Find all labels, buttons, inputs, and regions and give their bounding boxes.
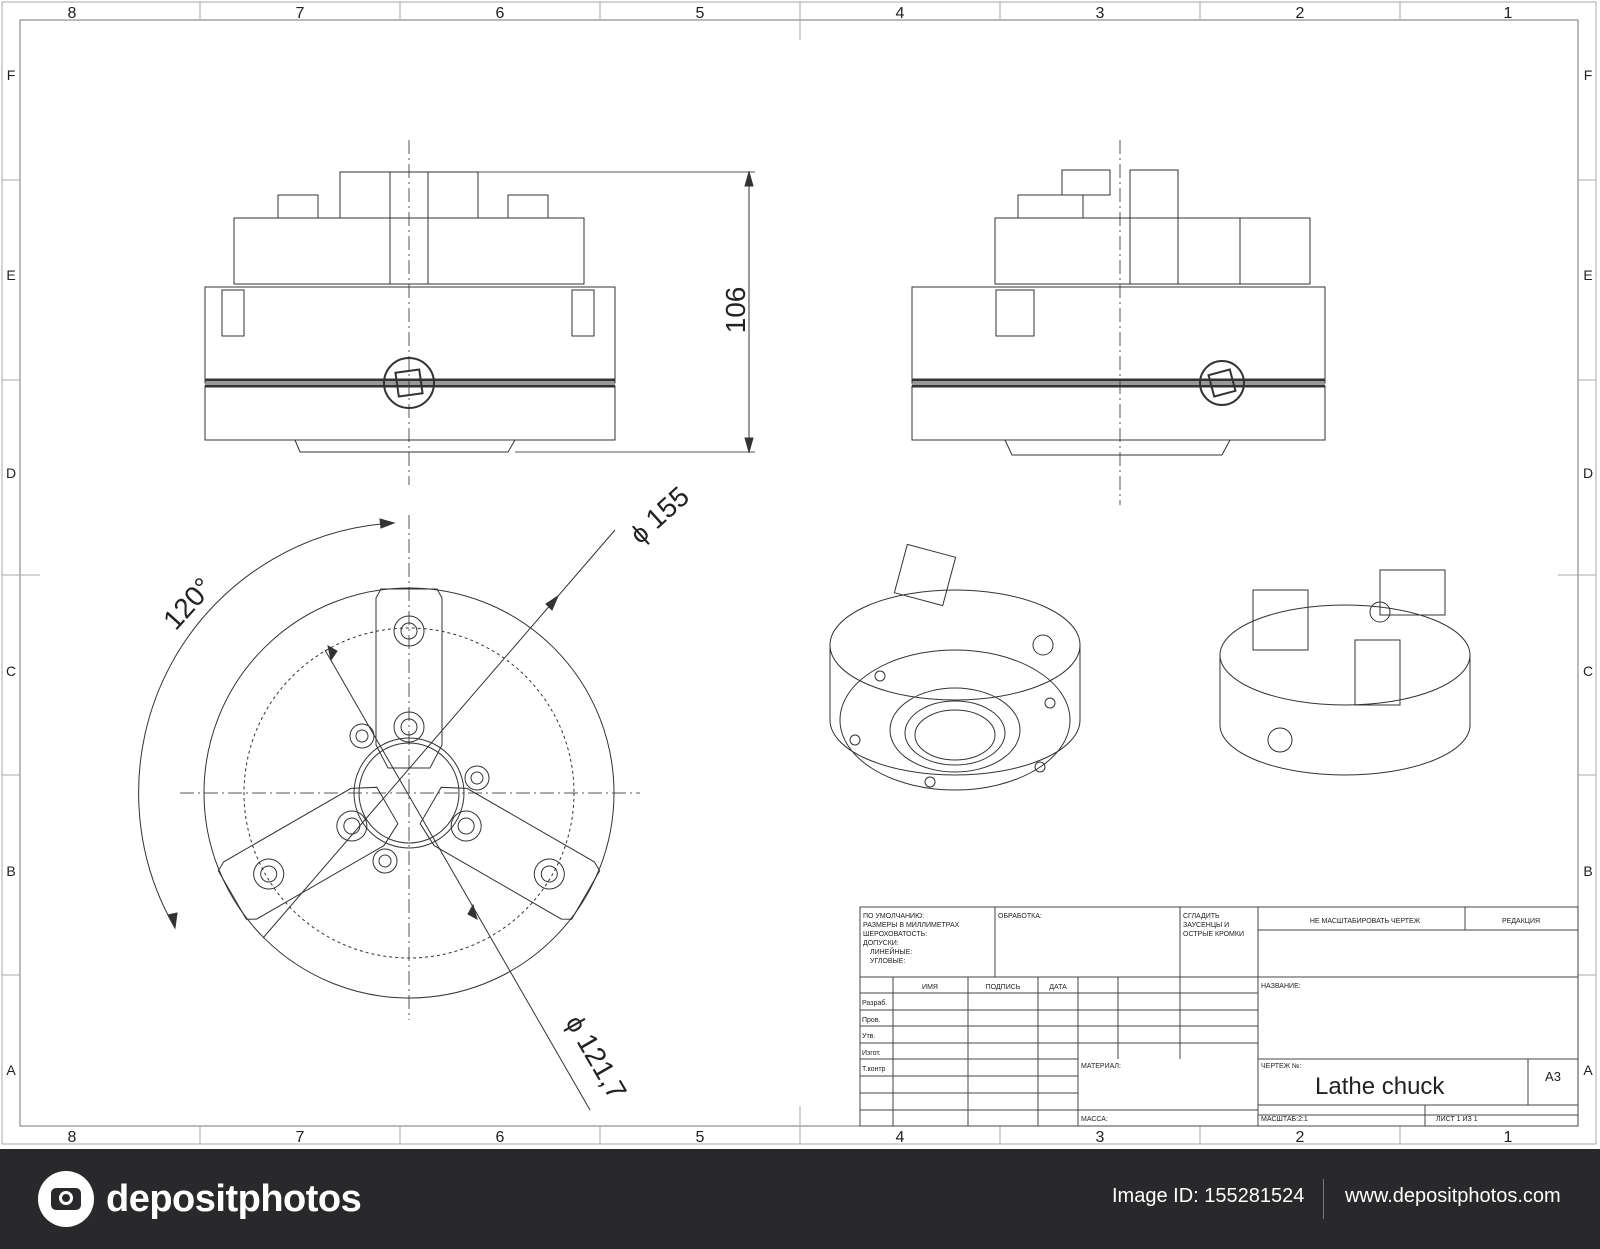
revision-label: РЕДАКЦИЯ	[1502, 918, 1540, 925]
outer-frame	[1, 1, 1597, 1145]
row-label-left: D	[6, 465, 16, 481]
col-label-bottom: 1	[1504, 1129, 1513, 1146]
col-label-top: 5	[696, 5, 705, 22]
col-label-bottom: 5	[696, 1129, 705, 1146]
angle-dimension: 120°	[157, 572, 219, 636]
top-view	[138, 515, 640, 1111]
divider	[1323, 1179, 1324, 1219]
dimension-labels: 106 ϕ 155 ϕ 121,7 120°	[157, 287, 751, 1105]
drawing-sheet: 8 7 6 5 4 3 2 1 8 7 6 5 4 3 2 1 F E D C …	[1, 1, 1597, 1146]
front-view	[204, 140, 755, 485]
role-label: Утв.	[862, 1033, 875, 1040]
processing-label: ОБРАБОТКА:	[998, 913, 1042, 920]
row-label-right: F	[1584, 67, 1593, 83]
defaults-line: РАЗМЕРЫ В МИЛЛИМЕТРАХ	[863, 922, 960, 929]
title-block-text: ПО УМОЛЧАНИЮ: РАЗМЕРЫ В МИЛЛИМЕТРАХ ШЕРО…	[862, 913, 1561, 1123]
col-label-bottom: 3	[1096, 1129, 1105, 1146]
technical-drawing: 8 7 6 5 4 3 2 1 8 7 6 5 4 3 2 1 F E D C …	[1, 1, 1597, 1146]
sheet-size: A3	[1545, 1069, 1561, 1084]
border-labels: 8 7 6 5 4 3 2 1 8 7 6 5 4 3 2 1 F E D C …	[6, 5, 1593, 1146]
defaults-line: ДОПУСКИ:	[863, 940, 899, 947]
camera-icon	[38, 1171, 94, 1227]
material-label: МАТЕРИАЛ:	[1081, 1063, 1121, 1070]
row-label-right: C	[1583, 663, 1593, 679]
role-label: Изгот.	[862, 1050, 881, 1057]
watermark-footer: depositphotos Image ID: 155281524 www.de…	[0, 1149, 1600, 1249]
col-date-label: ДАТА	[1049, 984, 1067, 991]
outer-diameter-dimension: 155	[640, 480, 695, 534]
do-not-scale-label: НЕ МАСШТАБИРОВАТЬ ЧЕРТЕЖ	[1310, 918, 1421, 925]
col-label-top: 6	[496, 5, 505, 22]
deburr-line: СГЛАДИТЬ	[1183, 913, 1220, 920]
defaults-line: УГЛОВЫЕ:	[870, 958, 905, 965]
row-label-right: E	[1583, 267, 1592, 283]
row-label-right: D	[1583, 465, 1593, 481]
col-label-bottom: 6	[496, 1129, 505, 1146]
grid-ticks	[2, 2, 1596, 1144]
defaults-line: ПО УМОЛЧАНИЮ:	[863, 913, 924, 920]
col-label-bottom: 8	[68, 1129, 77, 1146]
col-label-bottom: 7	[296, 1129, 305, 1146]
role-label: Пров.	[862, 1017, 881, 1024]
col-label-top: 4	[896, 5, 905, 22]
scale-label: МАСШТАБ:2:1	[1261, 1116, 1308, 1123]
defaults-line: ЛИНЕЙНЫЕ:	[870, 947, 912, 956]
row-label-left: B	[6, 863, 15, 879]
col-label-top: 8	[68, 5, 77, 22]
col-label-top: 1	[1504, 5, 1513, 22]
row-label-left: F	[7, 67, 16, 83]
deburr-line: ОСТРЫЕ КРОМКИ	[1183, 931, 1244, 938]
title-block	[859, 906, 1579, 1127]
isometric-view-top	[1219, 569, 1471, 776]
image-id: Image ID: 155281524	[1112, 1185, 1305, 1207]
inner-frame	[19, 19, 1579, 1127]
col-label-bottom: 2	[1296, 1129, 1305, 1146]
deburr-line: ЗАУСЕНЦЫ И	[1183, 922, 1229, 929]
height-dimension: 106	[720, 287, 751, 334]
col-label-bottom: 4	[896, 1129, 905, 1146]
mass-label: МАССА:	[1081, 1116, 1108, 1123]
brand-logo: depositphotos	[38, 1171, 362, 1227]
role-label: Разраб.	[862, 999, 887, 1007]
col-signature-label: ПОДПИСЬ	[986, 984, 1021, 991]
row-label-left: E	[6, 267, 15, 283]
row-label-right: B	[1583, 863, 1592, 879]
drawing-title: Lathe chuck	[1315, 1073, 1445, 1100]
row-label-left: A	[6, 1062, 16, 1078]
isometric-view-bottom	[829, 543, 1081, 791]
drawing-number-label: ЧЕРТЕЖ №:	[1261, 1063, 1302, 1070]
side-view	[911, 140, 1326, 505]
name-label: НАЗВАНИЕ:	[1261, 983, 1301, 990]
row-label-left: C	[6, 663, 16, 679]
col-label-top: 7	[296, 5, 305, 22]
sheet-label: ЛИСТ 1 ИЗ 1	[1436, 1116, 1478, 1123]
col-label-top: 2	[1296, 5, 1305, 22]
site-url: www.depositphotos.com	[1345, 1185, 1561, 1207]
col-name-label: ИМЯ	[922, 984, 938, 991]
defaults-line: ШЕРОХОВАТОСТЬ:	[863, 931, 927, 938]
row-label-right: A	[1583, 1062, 1593, 1078]
role-label: Т.контр	[862, 1066, 886, 1073]
brand-name: depositphotos	[106, 1177, 362, 1220]
col-label-top: 3	[1096, 5, 1105, 22]
